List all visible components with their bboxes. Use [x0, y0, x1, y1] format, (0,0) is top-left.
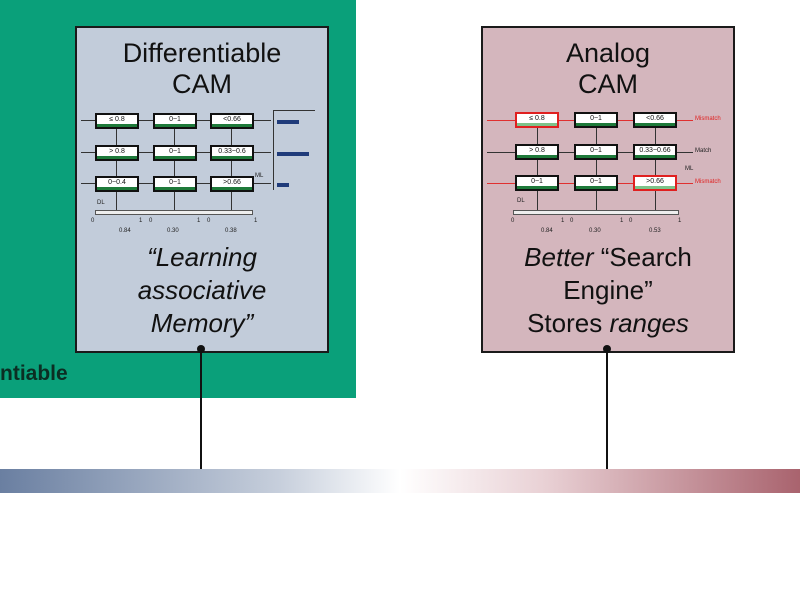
data-line: [116, 128, 117, 213]
slider-max: 1: [620, 218, 624, 224]
cam-cell-mismatch: ≤ 0.8: [515, 112, 559, 128]
cam-cell: 0~1: [153, 113, 197, 129]
slider-max: 1: [561, 218, 565, 224]
card-caption: Better “Search Engine” Stores ranges: [524, 242, 692, 338]
dl-label: DL: [517, 198, 525, 204]
output-bar: [277, 152, 309, 156]
input-slider: [95, 210, 253, 215]
dl-label: DL: [97, 200, 105, 206]
cam-cell: ≤ 0.8: [95, 113, 139, 129]
cam-cell: 0~1: [574, 175, 618, 191]
output-bar: [277, 183, 289, 187]
slider-min: 0: [91, 218, 95, 224]
region-label: ntiable: [0, 362, 68, 385]
cam-cell: <0.66: [633, 112, 677, 128]
row-status: Mismatch: [695, 179, 721, 185]
data-line: [174, 128, 175, 213]
analog-cam-card: Analog CAM ≤ 0.8 0~1 <0.66 > 0.8 0~1 0.3…: [481, 26, 735, 353]
cam-cell-mismatch: >0.66: [633, 175, 677, 191]
card-title-line2: CAM: [578, 69, 638, 99]
slider-min: 0: [207, 218, 211, 224]
card-title-line1: Differentiable: [122, 38, 282, 68]
cam-cell: 0.33~0.66: [633, 144, 677, 160]
cam-cell: 0~0.4: [95, 176, 139, 192]
slider-min: 0: [511, 218, 515, 224]
input-slider: [513, 210, 679, 215]
cam-cell: > 0.8: [95, 145, 139, 161]
row-status: Mismatch: [695, 116, 721, 122]
data-line: [537, 128, 538, 213]
slider-value: 0.84: [541, 228, 553, 234]
slider-max: 1: [139, 218, 143, 224]
connector-line: [200, 350, 202, 470]
card-title-line1: Analog: [565, 38, 651, 68]
slider-min: 0: [570, 218, 574, 224]
connector-dot: [197, 345, 205, 353]
data-line: [655, 128, 656, 213]
cam-cell: 0~1: [574, 112, 618, 128]
slider-max: 1: [254, 218, 258, 224]
data-line: [596, 128, 597, 213]
cam-cell: 0~1: [153, 145, 197, 161]
ml-bus-top: [273, 110, 315, 111]
slider-max: 1: [197, 218, 201, 224]
slider-value: 0.30: [167, 228, 179, 234]
slider-min: 0: [149, 218, 153, 224]
cam-cell: 0~1: [515, 175, 559, 191]
ml-label: ML: [255, 173, 264, 179]
slider-max: 1: [678, 218, 682, 224]
card-title-line2: CAM: [172, 69, 232, 99]
connector-dot: [603, 345, 611, 353]
differentiable-cam-card: Differentiable CAM ≤ 0.8 0~1 <0.66 > 0.8…: [75, 26, 329, 353]
slider-value: 0.38: [225, 228, 237, 234]
card-title: Analog CAM: [483, 38, 733, 100]
ml-label: ML: [685, 166, 694, 172]
cam-cell: 0.33~0.6: [210, 145, 254, 161]
data-line: [231, 128, 232, 213]
connector-line: [606, 350, 608, 470]
slider-value: 0.84: [119, 228, 131, 234]
ml-bus: [273, 110, 274, 190]
spectrum-bar: [0, 469, 800, 493]
cam-cell: 0~1: [574, 144, 618, 160]
cam-cell: >0.66: [210, 176, 254, 192]
cam-cell: <0.66: [210, 113, 254, 129]
output-bar: [277, 120, 299, 124]
cam-cell: 0~1: [153, 176, 197, 192]
slider-value: 0.30: [589, 228, 601, 234]
card-caption: “Learning associative Memory”: [137, 242, 267, 338]
row-status: Match: [695, 148, 712, 154]
card-title: Differentiable CAM: [77, 38, 327, 100]
slider-value: 0.53: [649, 228, 661, 234]
cam-cell: > 0.8: [515, 144, 559, 160]
slider-min: 0: [629, 218, 633, 224]
